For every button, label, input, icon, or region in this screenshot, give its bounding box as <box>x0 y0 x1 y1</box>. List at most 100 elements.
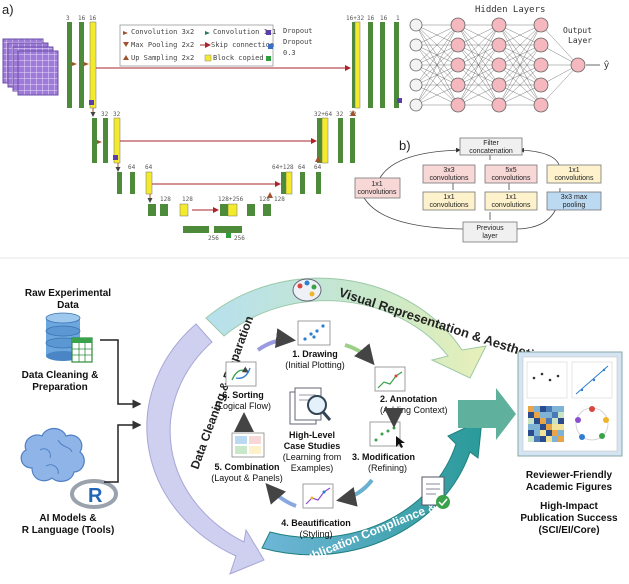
legend-dropout-value: 0.3 <box>283 49 296 57</box>
output-arrow <box>458 388 516 440</box>
case-studies-icon <box>289 387 332 425</box>
center-title-2: Case Studies <box>284 441 341 451</box>
conv1x1-mid-a-2: convolutions <box>430 202 469 209</box>
heatmap-cell <box>540 430 546 436</box>
heatmap-cell <box>528 412 534 418</box>
conv1x1-top-right-box <box>546 164 602 184</box>
ch-l3-b: 64 <box>145 164 153 171</box>
heatmap-cell <box>546 418 552 424</box>
heatmap-cell <box>540 418 546 424</box>
maxpool-box <box>546 191 602 211</box>
nn-edge <box>415 24 459 86</box>
panel-b: b) Filter concatenation 1x1 convolutions… <box>354 137 602 243</box>
nn-node <box>409 98 423 112</box>
ch-l1-a: 3 <box>66 15 70 22</box>
left-inputs: Raw Experimental Data Data Cleaning & Pr… <box>20 288 142 536</box>
heatmap-cell <box>534 418 540 424</box>
nn-edge <box>498 24 542 66</box>
encoder-level-1: 3 16 16 <box>66 15 97 117</box>
nn-node <box>491 37 507 53</box>
conv3x3-1: 3x3 <box>443 167 454 174</box>
nn-node <box>409 58 423 72</box>
legend-dropout-2: Dropout <box>283 38 313 46</box>
heatmap-cell <box>528 406 534 412</box>
nn-node <box>450 97 466 113</box>
ch-l2-a: 32 <box>101 111 109 118</box>
nn-node <box>570 57 586 73</box>
heatmap-cell <box>558 430 564 436</box>
legend-dropout-1: Dropout <box>283 27 313 35</box>
heatmap-cell <box>552 430 558 436</box>
filter-concat-1: Filter <box>483 140 499 147</box>
ai-title-1: AI Models & <box>39 513 96 524</box>
nn-edge <box>415 64 459 106</box>
legend-skip: Skip connection <box>211 41 274 49</box>
step3-modification-icon <box>369 421 405 448</box>
encoder-level-2: 32 32 <box>92 111 317 172</box>
heatmap-cell <box>534 424 540 430</box>
ch-l1r-d: 1 <box>396 15 400 22</box>
workflow: Raw Experimental Data Data Cleaning & Pr… <box>20 277 623 575</box>
step5-combination-icon <box>231 432 265 458</box>
conv5x5-box <box>484 164 538 184</box>
heatmap-cell <box>546 412 552 418</box>
ch-bottom-a: 256 <box>208 235 219 242</box>
nn-edge <box>457 44 500 106</box>
legend-upsampling: Up Sampling 2x2 <box>131 54 194 62</box>
ring-top-segment <box>205 277 487 379</box>
input-image-stack <box>2 38 59 96</box>
palette-icon <box>292 278 322 302</box>
heatmap-cell <box>558 412 564 418</box>
center-sub-1: (Learning from <box>283 452 342 462</box>
nn-node <box>409 78 423 92</box>
filter-concat-box <box>459 137 523 156</box>
ch-l2r-b: 32 <box>336 111 344 118</box>
r-logo-icon: R <box>70 479 118 509</box>
heatmap-cell <box>534 436 540 442</box>
right-output: Reviewer-Friendly Academic Figures High-… <box>517 351 623 536</box>
heatmap-cell <box>546 424 552 430</box>
ch-l4r-b: 128 <box>259 196 270 203</box>
conv5x5-2: convolutions <box>492 175 531 182</box>
heatmap-cell <box>552 406 558 412</box>
nn-edge <box>540 24 579 66</box>
figures-title-2: Academic Figures <box>526 482 613 493</box>
legend: Convolution 3x2 Convolution 1x1 Dropout … <box>119 24 313 67</box>
nn-node <box>491 97 507 113</box>
encoder-level-4: 128 128 <box>148 196 219 217</box>
ch-l3r-a: 64+128 <box>272 164 294 171</box>
encoder-level-3: 64 64 <box>117 164 281 203</box>
ch-l1r-b: 16 <box>367 15 375 22</box>
heatmap-thumbnail <box>528 406 564 442</box>
step3-title: 3. Modification <box>352 452 415 462</box>
ch-l4-a: 128 <box>160 196 171 203</box>
nn-edge <box>415 44 459 106</box>
legend-conv1: Convolution 1x1 <box>213 28 276 36</box>
neural-network: Hidden Layers Output Layer ŷ <box>409 5 609 113</box>
ch-l1-b: 16 <box>78 15 86 22</box>
step1-sub: (Initial Plotting) <box>285 360 345 370</box>
raw-data-title-1: Raw Experimental <box>25 288 111 299</box>
decoder-level-3: 64+128 64 64 <box>272 164 322 195</box>
nn-edge <box>415 24 459 46</box>
nn-edge <box>415 24 459 106</box>
nn-edge <box>457 24 500 86</box>
conv1x1-left-box <box>354 177 401 199</box>
step4-sub: (Styling) <box>299 529 332 539</box>
step3-sub: (Refining) <box>368 463 407 473</box>
conv3x3-box <box>422 164 476 184</box>
heatmap-cell <box>540 436 546 442</box>
nn-edge <box>498 44 542 106</box>
nn-node <box>533 37 549 53</box>
ch-l2r-a: 32+64 <box>314 111 332 118</box>
nn-node <box>450 17 466 33</box>
nn-node <box>491 77 507 93</box>
ch-l3-a: 64 <box>128 164 136 171</box>
nn-edge <box>498 24 542 46</box>
step4-title: 4. Beautification <box>281 518 351 528</box>
panel-b-label: b) <box>399 138 411 153</box>
step6-sorting-icon <box>225 361 257 387</box>
nn-node <box>533 97 549 113</box>
ch-bottom-b: 256 <box>234 235 245 242</box>
heatmap-cell <box>528 430 534 436</box>
